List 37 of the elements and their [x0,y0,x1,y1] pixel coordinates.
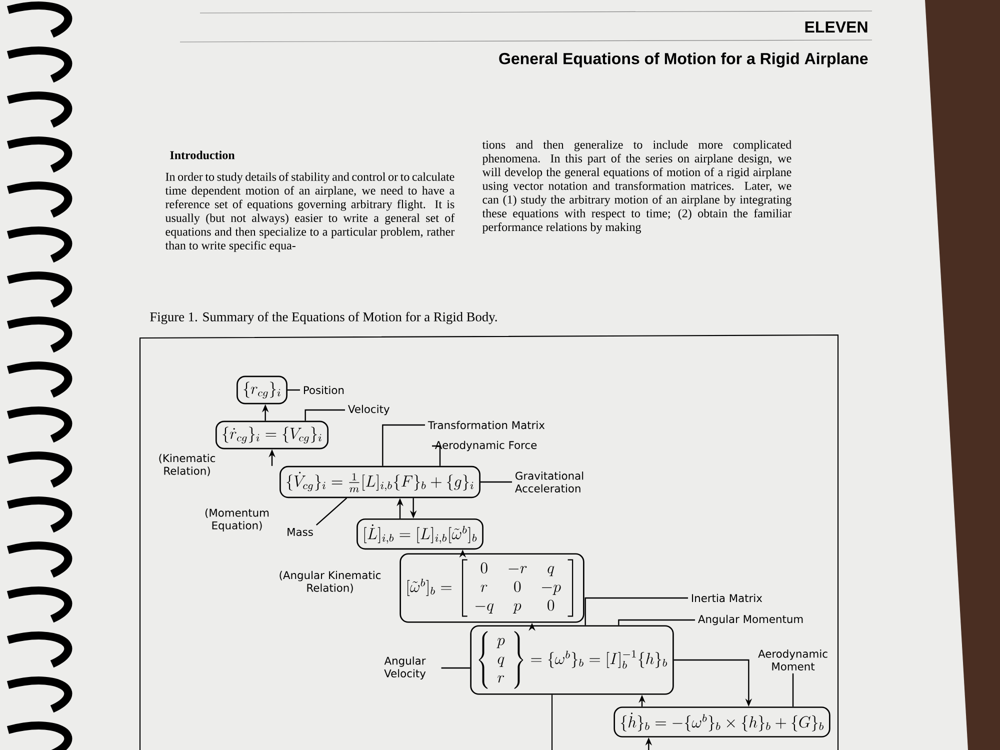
leader-line [584,597,688,626]
chapter-label: ELEVEN [805,22,868,32]
section-heading: Introduction [170,150,235,160]
paragraph: tions and then generalize to include more complicated phenomena. In this part of the series on airplane design, we will develop the general equations of motion of a rigid airplane using vector notation and transformation matrices. Later, we can (1) study the arbitrary motion of an airplane by integrating these equations with respect to time; (2) obtain the familiar performance relations by making [482,140,792,234]
leader-line [432,445,441,466]
paragraph: In order to study details of stability and control or to calculate time dependent motion of an airplane, we need to have a reference set of equations governing arbitrary flight. It is usually (but not always) easier to write a general set of equations and then specialize to a particular problem, rather than to write specific equa- [165,172,455,252]
annotation-text: Position [304,386,344,394]
leader-line [304,409,345,421]
annotation-text: Aerodynamic Moment [758,650,828,670]
equation-box: $\{\dot{V}_{cg}\}_i = \frac{1}{m}[L]_{i,b}\{F\}_b + \{g\}_i$ [280,466,480,498]
figure-caption: Figure 1. Summary of the Equations of Motion for a Rigid Body. [150,312,497,324]
page-title: General Equations of Motion for a Rigid Airplane [499,52,868,68]
leader-line [316,498,348,526]
annotation-text: Angular Velocity [384,656,426,680]
equation-box: $\{r_{cg}\}_i$ [236,376,288,404]
annotation-text: (Momentum Equation) [205,508,269,532]
connector-line [551,694,553,750]
leader-line [792,673,794,707]
annotation-text: (Angular Kinematic Relation) [280,570,381,594]
leader-line [382,424,425,466]
annotation-text: Mass [288,528,313,536]
annotation-text: Gravitational Acceleration [515,472,584,492]
equation-box: $\left\{\begin{array}{c}p\\ q\\ r\end{array}\right\} = \{\omega^b\}_b = [I]_b^{-1}\{h\}_b$ [470,625,674,695]
equation-box: $[\tilde{\omega}^b]_b = \left[\begin{array}{ccc}0 & -r & q\\ r & 0 & -p\\ -q & p & 0\end{array}\right]$ [400,553,584,623]
annotation-text: (Kinematic Relation) [159,454,216,476]
equation-box: $[\dot{L}]_{i,b} = [L]_{i,b}[\tilde{\omega}^b]_b$ [356,518,484,550]
leader-line [480,481,512,483]
annotation-text: Transformation Matrix [428,420,545,430]
annotation-text: Aerodynamic Force [435,440,537,452]
annotation-text: Velocity [348,404,390,416]
leader-line [287,389,300,391]
annotation-text: Angular Momentum [698,614,803,626]
leader-line [618,619,695,626]
equation-box: $\{\dot{h}\}_b = -\{\omega^b\}_b \times \{h\}_b + \{G\}_b$ [614,706,830,738]
annotation-text: Inertia Matrix [692,594,762,602]
leader-line [441,667,470,669]
equation-box: $\{\dot{r}_{cg}\}_i = \{V_{cg}\}_i$ [216,420,329,450]
